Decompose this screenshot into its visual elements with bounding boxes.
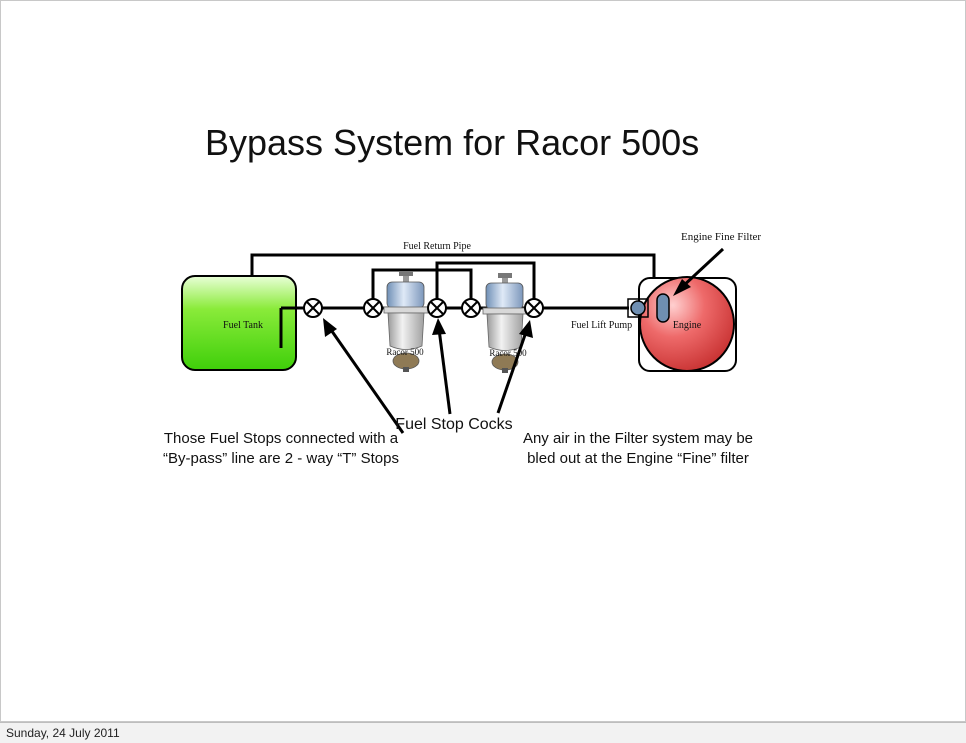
slide-title: Bypass System for Racor 500s <box>205 122 700 163</box>
fuel-system-diagram: Fuel Tank Engine Fuel Return Pipe Racor … <box>181 231 761 434</box>
engine-label: Engine <box>673 320 702 331</box>
bypass-line-right <box>435 261 536 308</box>
bypass-line-left <box>371 268 473 308</box>
footer-date: Sunday, 24 July 2011 <box>6 726 120 740</box>
stop-cock-4 <box>461 298 481 318</box>
arrow-right-cock <box>496 331 528 414</box>
left-note-line-1: Those Fuel Stops connected with a <box>163 430 399 447</box>
racor-filter-right <box>482 273 528 373</box>
engine-fine-filter <box>656 293 670 323</box>
fuel-lift-pump <box>630 300 646 316</box>
arrow-centre-cock <box>437 328 452 415</box>
fuel-lift-pump-box <box>627 298 649 318</box>
left-note: Those Fuel Stops connected with a “By-pa… <box>141 429 421 469</box>
fuel-return-pipe <box>250 253 656 278</box>
fuel-tank <box>181 275 297 371</box>
arrow-left-cock <box>327 326 405 434</box>
right-note-line-2: bled out at the Engine “Fine” filter <box>527 450 749 467</box>
left-note-line-2: “By-pass” line are 2 - way “T” Stops <box>163 450 399 467</box>
stop-cock-5 <box>524 298 544 318</box>
racor-filter-left <box>383 271 429 372</box>
stop-cock-2 <box>363 298 383 318</box>
arrow-centre-cock-head <box>432 318 446 335</box>
racor-right-label: Racor 500 <box>489 348 527 358</box>
fuel-return-pipe-label: Fuel Return Pipe <box>403 241 471 252</box>
fuel-lift-pump-label: Fuel Lift Pump <box>571 320 632 331</box>
stop-cock-1 <box>303 298 323 318</box>
fuel-stop-cocks-label: Fuel Stop Cocks <box>395 416 512 433</box>
slide-canvas: Bypass System for Racor 500s <box>0 0 966 722</box>
fuel-tank-label: Fuel Tank <box>223 320 263 331</box>
arrow-right-cock-head <box>519 320 533 338</box>
footer-bar: Sunday, 24 July 2011 <box>0 722 966 743</box>
arrow-fine-filter <box>679 247 725 290</box>
engine-fine-filter-label: Engine Fine Filter <box>681 231 761 243</box>
right-note: Any air in the Filter system may be bled… <box>498 429 778 469</box>
racor-left-label: Racor 500 <box>386 347 424 357</box>
stop-cock-3 <box>427 298 447 318</box>
arrow-fine-filter-head <box>673 279 691 296</box>
right-note-line-1: Any air in the Filter system may be <box>522 430 754 447</box>
arrow-left-cock-head <box>323 318 337 337</box>
